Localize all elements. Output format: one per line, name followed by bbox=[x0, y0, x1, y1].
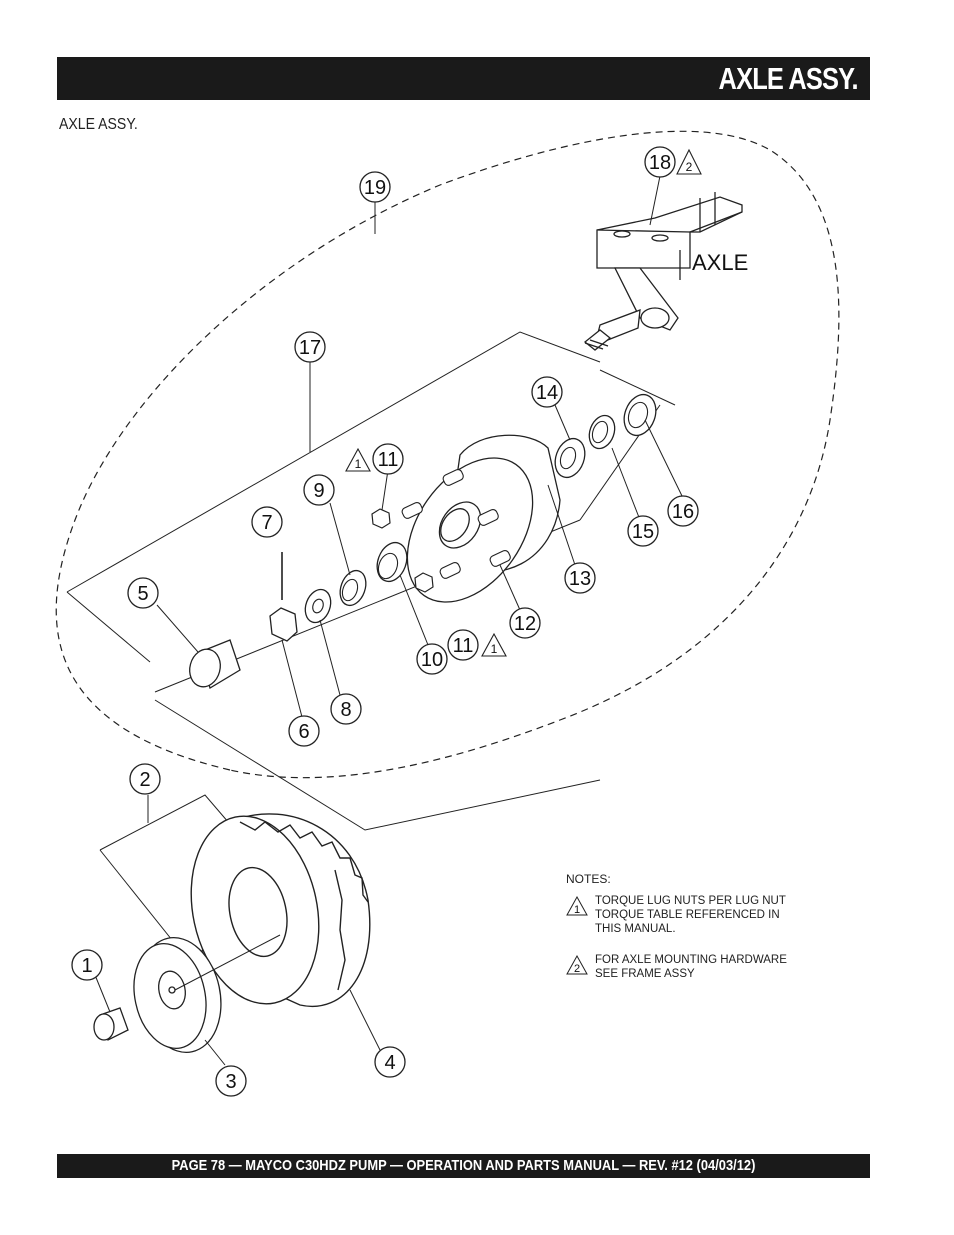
svg-text:12: 12 bbox=[514, 613, 536, 635]
svg-text:5: 5 bbox=[137, 583, 148, 605]
svg-text:4: 4 bbox=[384, 1052, 395, 1074]
callout-11-lower: 11 bbox=[447, 629, 479, 661]
callout-3: 3 bbox=[215, 1065, 247, 1097]
callout-8: 8 bbox=[330, 693, 362, 725]
callout-14: 14 bbox=[531, 376, 563, 408]
lug-studs bbox=[401, 469, 511, 579]
svg-text:9: 9 bbox=[313, 480, 324, 502]
note-item-1: 1 TORQUE LUG NUTS PER LUG NUT TORQUE TAB… bbox=[566, 894, 825, 936]
svg-text:18: 18 bbox=[649, 152, 671, 174]
axle-bracket bbox=[596, 192, 743, 269]
svg-text:1: 1 bbox=[574, 904, 580, 916]
callout-12: 12 bbox=[509, 607, 541, 639]
svg-text:13: 13 bbox=[569, 568, 591, 590]
callout-11-upper: 11 bbox=[372, 443, 404, 475]
callout-4: 4 bbox=[374, 1046, 406, 1078]
callout-13: 13 bbox=[564, 562, 596, 594]
svg-text:1: 1 bbox=[81, 955, 92, 977]
svg-text:2: 2 bbox=[139, 769, 150, 791]
svg-text:19: 19 bbox=[364, 177, 386, 199]
svg-text:6: 6 bbox=[298, 721, 309, 743]
note-1-line-2: TORQUE TABLE REFERENCED IN bbox=[595, 909, 780, 921]
callout-16: 16 bbox=[667, 495, 699, 527]
svg-text:16: 16 bbox=[672, 501, 694, 523]
notes-block: NOTES: 1 TORQUE LUG NUTS PER LUG NUT TOR… bbox=[566, 872, 825, 981]
svg-text:11: 11 bbox=[378, 449, 399, 471]
callout-18: 18 bbox=[644, 146, 676, 178]
wheel-3 bbox=[133, 937, 222, 1053]
callout-17: 17 bbox=[294, 331, 326, 363]
svg-text:8: 8 bbox=[340, 699, 351, 721]
svg-text:3: 3 bbox=[225, 1071, 236, 1093]
callouts: 1 2 3 4 5 6 7 8 9 10 11 11 12 13 14 15 1… bbox=[71, 146, 699, 1097]
triangle-mark-11-upper: 1 bbox=[345, 447, 371, 472]
notes-title: NOTES: bbox=[566, 872, 611, 886]
callout-6: 6 bbox=[288, 715, 320, 747]
svg-text:10: 10 bbox=[421, 649, 443, 671]
triangle-note-2-icon: 2 bbox=[566, 955, 588, 975]
triangle-mark-18: 2 bbox=[676, 148, 702, 175]
dust-cap-5 bbox=[189, 639, 241, 689]
callout-1: 1 bbox=[71, 949, 103, 981]
note-1-line-1: TORQUE LUG NUTS PER LUG NUT bbox=[595, 895, 786, 907]
callout-2: 2 bbox=[129, 763, 161, 795]
triangle-marks: 2 1 1 bbox=[345, 148, 702, 657]
svg-text:2: 2 bbox=[574, 963, 580, 975]
note-2-line-2: SEE FRAME ASSY bbox=[595, 968, 695, 980]
hub-cap-1 bbox=[93, 1007, 129, 1041]
svg-text:1: 1 bbox=[355, 457, 362, 471]
section-label: AXLE ASSY. bbox=[59, 116, 138, 133]
triangle-note-1-icon: 1 bbox=[566, 896, 588, 916]
axle-spindle bbox=[583, 267, 679, 351]
svg-text:7: 7 bbox=[261, 512, 272, 534]
tire-4 bbox=[190, 813, 371, 1008]
callout-9: 9 bbox=[303, 474, 335, 506]
kit-dashed-outline bbox=[55, 130, 840, 779]
triangle-mark-11-lower: 1 bbox=[481, 632, 507, 657]
svg-text:11: 11 bbox=[453, 635, 474, 657]
castle-nut-6 bbox=[269, 607, 298, 642]
callout-19: 19 bbox=[359, 171, 391, 203]
svg-text:15: 15 bbox=[632, 521, 654, 543]
note-2-line-1: FOR AXLE MOUNTING HARDWARE bbox=[595, 954, 787, 966]
axle-label: AXLE bbox=[692, 250, 748, 275]
svg-text:14: 14 bbox=[536, 382, 558, 404]
header-bar: AXLE ASSY. bbox=[57, 57, 870, 100]
callout-7: 7 bbox=[251, 506, 283, 538]
lug-nut-upper bbox=[371, 508, 391, 529]
svg-text:2: 2 bbox=[686, 160, 693, 174]
footer-text: PAGE 78 — MAYCO C30HDZ PUMP — OPERATION … bbox=[171, 1157, 756, 1174]
lug-nut-lower bbox=[414, 572, 434, 593]
note-item-2: 2 FOR AXLE MOUNTING HARDWARE SEE FRAME A… bbox=[566, 953, 825, 981]
page-title: AXLE ASSY. bbox=[718, 61, 859, 96]
callout-10: 10 bbox=[416, 643, 448, 675]
callout-15: 15 bbox=[627, 515, 659, 547]
footer-bar: PAGE 78 — MAYCO C30HDZ PUMP — OPERATION … bbox=[57, 1154, 870, 1178]
svg-text:1: 1 bbox=[491, 642, 498, 656]
svg-text:17: 17 bbox=[299, 337, 321, 359]
callout-5: 5 bbox=[127, 577, 159, 609]
note-1-line-3: THIS MANUAL. bbox=[595, 923, 676, 935]
hub bbox=[406, 434, 561, 603]
